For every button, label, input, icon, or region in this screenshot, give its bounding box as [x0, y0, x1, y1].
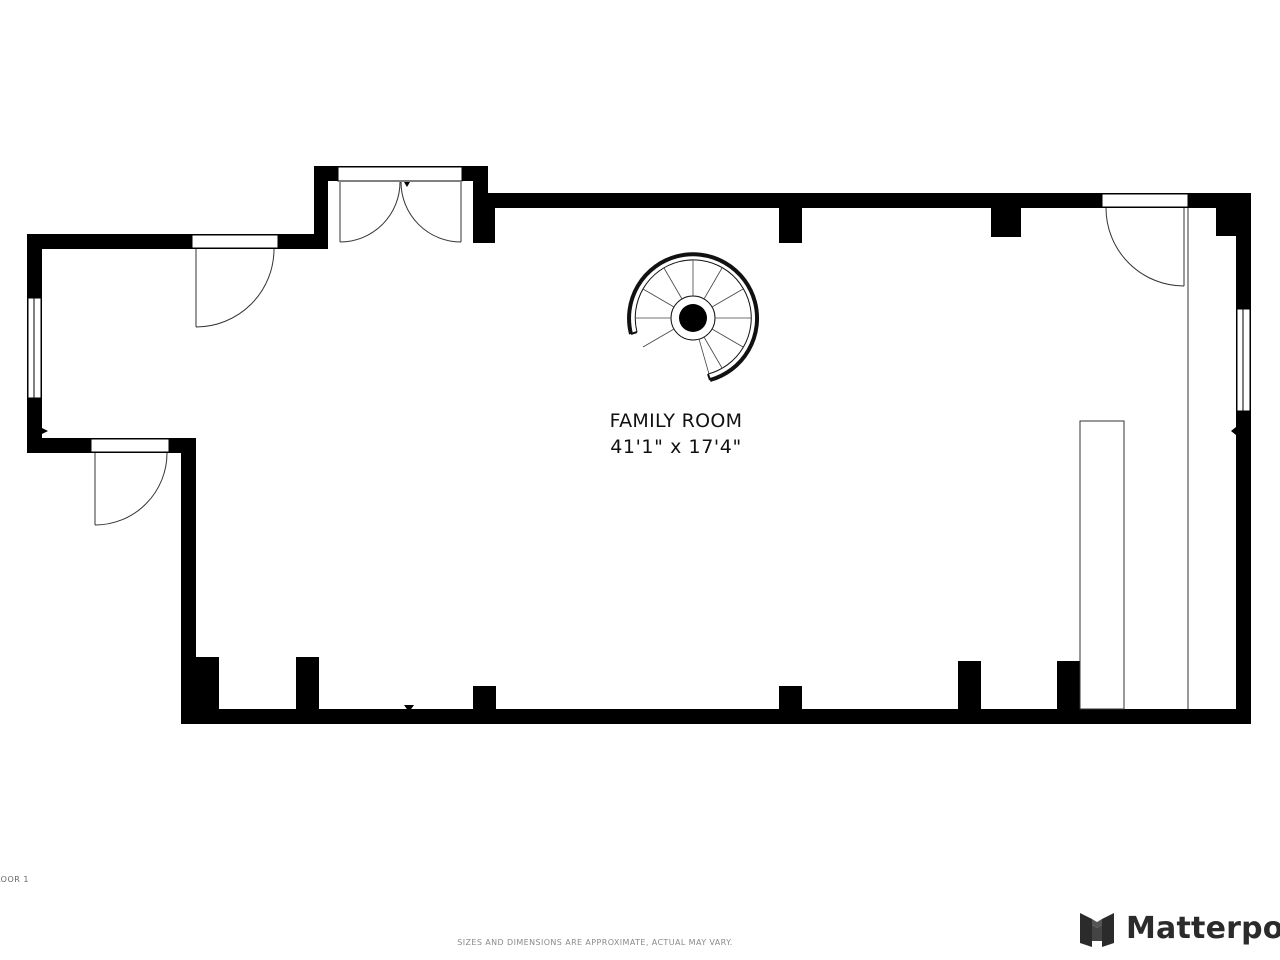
spiral-staircase: [627, 252, 760, 382]
door-opening: [337, 166, 463, 182]
brand-name: Matterport: [1126, 911, 1280, 946]
built-in-cabinet: [1079, 420, 1125, 710]
markers: [42, 182, 1236, 712]
room-dimensions: 41'1" x 17'4": [610, 436, 742, 458]
pillar: [779, 208, 802, 243]
matterport-logo-icon: [1080, 913, 1114, 947]
door-swings: [94, 181, 1189, 710]
pillar: [779, 686, 802, 709]
pillar: [196, 657, 219, 709]
pillar: [1057, 661, 1080, 709]
door-opening: [1101, 193, 1189, 208]
floor-label: LOOR 1: [0, 875, 29, 884]
pillar: [1216, 208, 1236, 236]
door-opening: [191, 234, 279, 249]
pillar: [958, 661, 981, 709]
pillar: [473, 208, 495, 243]
pillar: [296, 657, 319, 709]
pillar: [473, 686, 496, 709]
openings: [27, 166, 1251, 453]
walls: [27, 166, 1251, 724]
disclaimer-text: SIZES AND DIMENSIONS ARE APPROXIMATE, AC…: [457, 938, 733, 947]
room-name: FAMILY ROOM: [609, 410, 743, 432]
pillar: [991, 208, 1021, 237]
door-opening: [90, 438, 170, 453]
brand-logo: Matterport: [1078, 909, 1280, 951]
